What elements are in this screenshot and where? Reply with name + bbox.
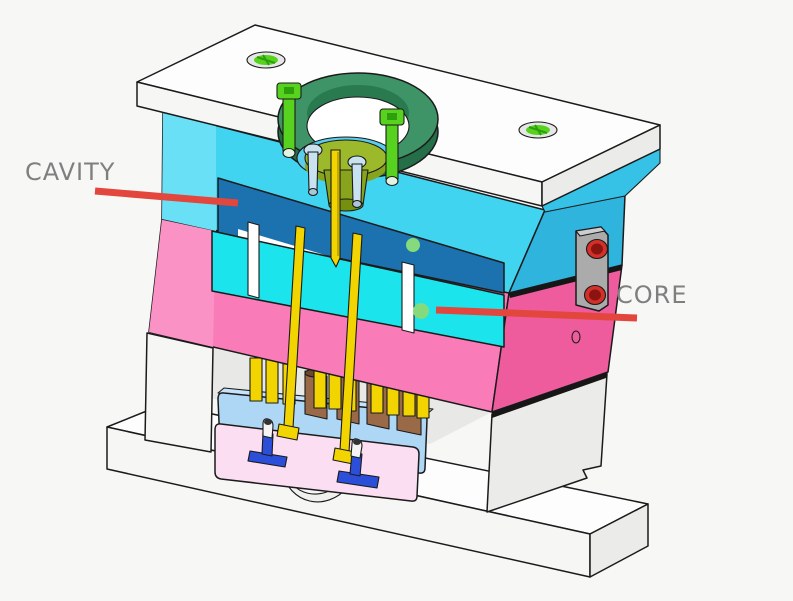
- clamp-screw-slot: [256, 54, 276, 66]
- cavity-leader-line: [94, 187, 239, 207]
- core-leader-line: [435, 306, 638, 322]
- ring-bolt-shaft: [385, 124, 399, 180]
- sectioned-pin: [247, 221, 260, 299]
- annotation-cavity: CAVITY: [25, 158, 239, 207]
- stop-pin-cap-tip: [264, 419, 272, 425]
- bushing-screw-shaft: [307, 151, 319, 191]
- left-support-rail: [144, 332, 214, 453]
- clamp-screw-slot: [528, 124, 548, 136]
- parting-gap-lower: [492, 372, 608, 418]
- cavity-plate-cut-face: [162, 112, 216, 231]
- cavity-label: CAVITY: [25, 158, 115, 186]
- top-plate-right-face: [541, 124, 661, 207]
- latch-lock: [575, 226, 609, 312]
- core-label: CORE: [616, 281, 688, 309]
- bottom-plate-right-face: [589, 503, 649, 578]
- return-pins: [276, 225, 363, 465]
- ring-bolt-socket: [284, 87, 294, 94]
- stop-pin-bar: [336, 470, 380, 489]
- side-hole: [571, 330, 581, 344]
- bushing-screw-shaft: [351, 163, 363, 203]
- ring-bolt-shaft: [282, 98, 296, 152]
- green-marker-dot: [406, 238, 420, 252]
- green-marker-dot: [413, 303, 429, 319]
- annotation-core: CORE: [435, 281, 688, 322]
- sectioned-pin: [401, 261, 415, 334]
- stop-pin-bar: [247, 450, 288, 468]
- latch-screw-center: [589, 289, 601, 301]
- core-plate-cut-face: [149, 219, 216, 347]
- latch-bar-top: [575, 226, 606, 237]
- ejector-pin: [249, 357, 263, 402]
- stop-pin-cap-tip: [353, 439, 361, 445]
- ejector-pin: [313, 367, 327, 409]
- stop-pins: [247, 418, 380, 489]
- bushing-screw-tip: [351, 199, 363, 209]
- locating-ring-bolts: [276, 82, 405, 187]
- sprue-bushing: [296, 136, 396, 268]
- latch-screw-center: [591, 243, 603, 255]
- ring-bolt-tip: [385, 175, 399, 187]
- bushing-screw-tip: [307, 187, 319, 197]
- ring-bolt-socket: [387, 113, 397, 120]
- ring-bolt-tip: [282, 147, 296, 159]
- return-pin-flange: [276, 423, 300, 441]
